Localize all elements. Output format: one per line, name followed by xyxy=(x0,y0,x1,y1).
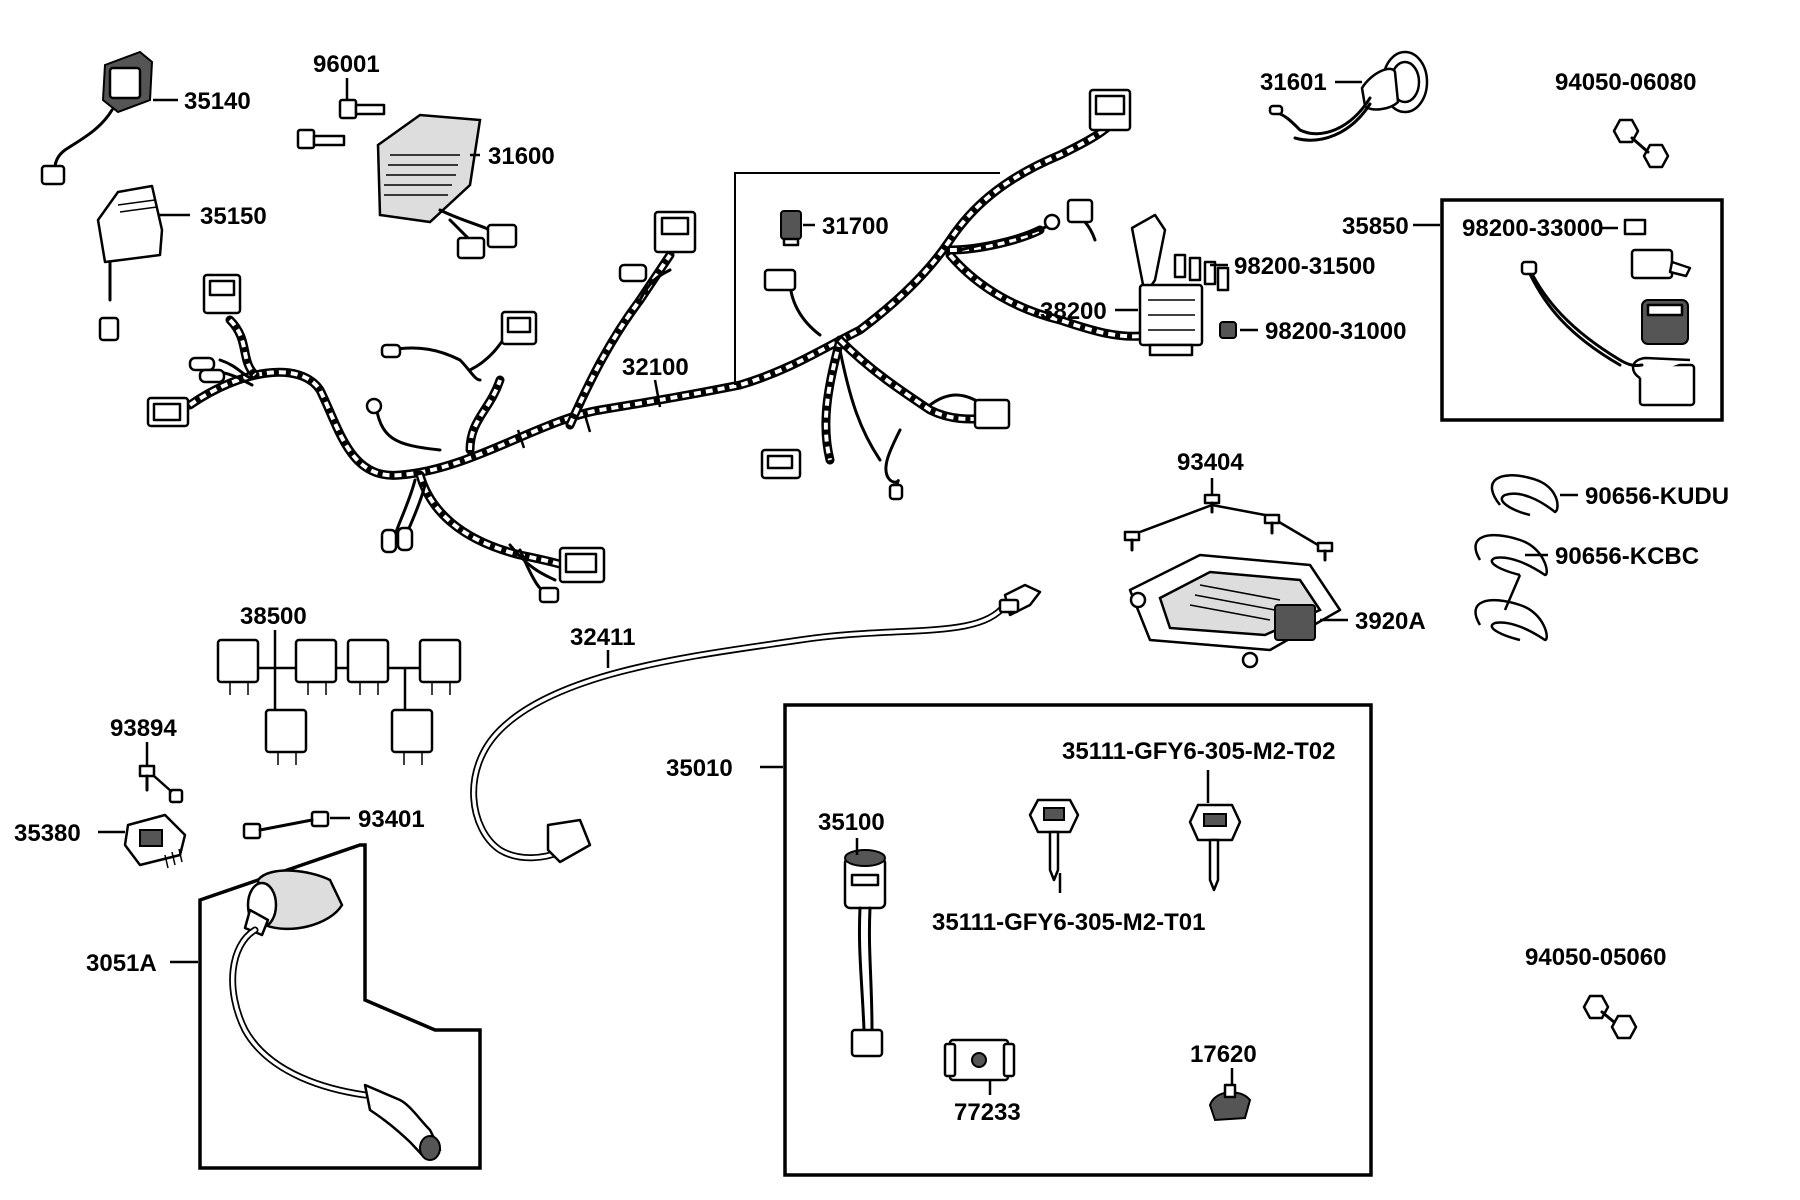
part-35111-T02-key xyxy=(1188,803,1242,892)
frame-3051A xyxy=(198,843,482,1170)
part-98200-31500-fuses xyxy=(1173,253,1230,292)
harness-ring-terminal-upper xyxy=(380,343,402,359)
label-35111-T01: 35111-GFY6-305-M2-T01 xyxy=(932,909,1205,936)
part-17620-grommet xyxy=(1208,1083,1252,1122)
harness-connector-bottom-right xyxy=(538,546,606,604)
label-35140: 35140 xyxy=(184,88,251,115)
part-35140-switch xyxy=(40,50,154,186)
harness-connector-left-coupler xyxy=(146,396,190,428)
label-38500: 38500 xyxy=(240,603,307,630)
harness-connector-middle xyxy=(763,268,797,292)
label-94050-06080: 94050-06080 xyxy=(1555,69,1696,96)
label-35380: 35380 xyxy=(14,820,81,847)
part-31700-relay xyxy=(780,210,802,247)
part-3920A-ecu xyxy=(1128,553,1342,669)
label-38200: 38200 xyxy=(1040,298,1107,325)
harness-connector-top-right xyxy=(1088,88,1132,132)
part-35150-socket xyxy=(96,184,164,342)
label-77233: 77233 xyxy=(954,1099,1021,1126)
part-38500-relays xyxy=(216,638,462,765)
part-93894-screw xyxy=(138,764,184,804)
label-32100: 32100 xyxy=(622,354,689,381)
part-35380-sensor xyxy=(123,813,187,869)
part-35111-T01-key xyxy=(1028,798,1080,882)
label-90656-KUDU: 90656-KUDU xyxy=(1585,483,1729,510)
part-38200-fuse-box xyxy=(1130,213,1204,357)
harness-connector-lower-left xyxy=(760,448,802,480)
label-3051A: 3051A xyxy=(86,950,157,977)
label-90656-KCBC: 90656-KCBC xyxy=(1555,543,1699,570)
harness-ring-terminal-left xyxy=(365,397,383,415)
label-35100: 35100 xyxy=(818,809,885,836)
label-98200-33000: 98200-33000 xyxy=(1462,215,1603,242)
part-94050-06080-nuts xyxy=(1612,118,1670,169)
label-93404: 93404 xyxy=(1177,449,1244,476)
label-96001: 96001 xyxy=(313,51,380,78)
label-32411: 32411 xyxy=(570,624,635,651)
harness-connector-left-bullets xyxy=(188,356,226,384)
label-35850: 35850 xyxy=(1342,213,1409,240)
part-31600-regulator-rectifier xyxy=(376,113,518,260)
part-94050-05060-nuts xyxy=(1582,994,1638,1040)
label-35010: 35010 xyxy=(666,755,733,782)
harness-connector-top-center xyxy=(618,210,697,283)
part-35100-lock-cylinder xyxy=(843,849,887,1058)
frame-35850 xyxy=(1440,198,1724,422)
part-3051A-ignition-coil xyxy=(229,869,442,1161)
harness-ring-terminal-right xyxy=(1043,198,1094,231)
label-98200-31500: 98200-31500 xyxy=(1234,253,1375,280)
harness-connector-top-left xyxy=(202,273,242,315)
part-90656-KUDU-clamp xyxy=(1490,474,1559,517)
label-93401: 93401 xyxy=(358,806,425,833)
part-98200-31000-fuse xyxy=(1219,321,1237,339)
label-35111-T02: 35111-GFY6-305-M2-T02 xyxy=(1062,738,1335,765)
part-32411-battery-cable xyxy=(470,583,1042,864)
part-98200-33000-fuse-relay-assembly xyxy=(1520,218,1696,407)
label-17620: 17620 xyxy=(1190,1041,1257,1068)
part-31601-ignition-switch xyxy=(1268,50,1429,142)
main-wiring-harness-32100 xyxy=(146,88,1155,604)
part-93401-bolts xyxy=(242,810,330,840)
part-90656-KCBC-clamp xyxy=(1474,533,1548,642)
frame-35010 xyxy=(783,703,1373,1177)
label-3920A: 3920A xyxy=(1355,608,1426,635)
harness-connector-bottom-bullets xyxy=(380,526,414,554)
label-98200-31000: 98200-31000 xyxy=(1265,318,1406,345)
label-31601: 31601 xyxy=(1260,69,1327,96)
harness-connector-lower-right xyxy=(888,398,1011,501)
part-96001-bolts xyxy=(296,98,386,150)
label-31600: 31600 xyxy=(488,143,555,170)
label-94050-05060: 94050-05060 xyxy=(1525,944,1666,971)
label-31700: 31700 xyxy=(822,213,889,240)
part-93404-screws xyxy=(1123,493,1334,562)
label-35150: 35150 xyxy=(200,203,267,230)
part-77233-clip xyxy=(943,1038,1016,1082)
label-93894: 93894 xyxy=(110,715,177,742)
harness-connector-center-top xyxy=(500,310,538,346)
